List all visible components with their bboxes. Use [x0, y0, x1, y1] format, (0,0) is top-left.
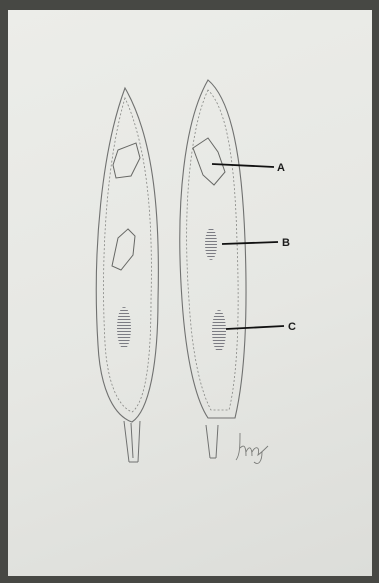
left-pod-hollow-upper: [113, 143, 140, 178]
label-b: B: [282, 237, 290, 249]
left-pod-inner-outline: [104, 98, 152, 412]
left-pod-outer-outline: [96, 88, 158, 422]
label-a: A: [277, 162, 285, 174]
callout-line-b: [222, 242, 278, 244]
right-pod: [180, 80, 246, 458]
left-pod-hatched-spot: [117, 307, 131, 349]
right-pod-hollow-upper: [193, 138, 225, 185]
right-pod-stalk: [206, 425, 218, 458]
left-pod-stalk: [124, 421, 140, 462]
right-pod-hatched-spot-b: [205, 228, 217, 260]
signature-mark: [236, 433, 268, 464]
left-pod-hollow-middle: [112, 229, 135, 270]
right-pod-hatched-spot-c: [212, 310, 226, 352]
label-c: C: [288, 321, 296, 333]
callout-line-a: [212, 164, 274, 167]
left-pod: [96, 88, 158, 462]
callout-line-c: [226, 326, 284, 329]
